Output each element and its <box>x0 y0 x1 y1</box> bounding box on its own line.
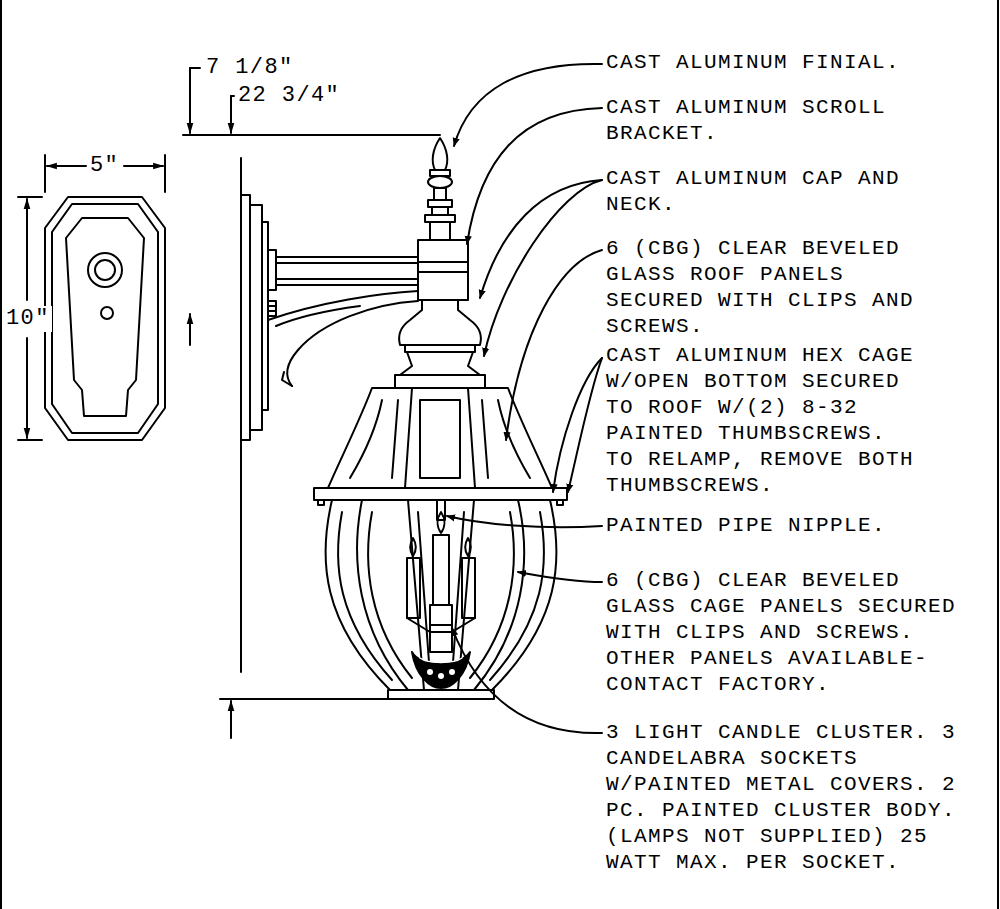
dimension-text: 22 3/4" <box>236 83 342 109</box>
callout-text: CAST ALUMINUM HEX CAGE W/OPEN BOTTOM SEC… <box>606 343 920 499</box>
dimension-text: 5" <box>88 153 121 179</box>
callout-text: CAST ALUMINUM CAP AND NECK. <box>606 166 920 218</box>
callout-text: PAINTED PIPE NIPPLE. <box>606 513 920 539</box>
dimension-text: 7 1/8" <box>204 55 296 81</box>
callout-text: CAST ALUMINUM FINIAL. <box>606 50 920 76</box>
callout-text: 6 (CBG) CLEAR BEVELED GLASS ROOF PANELS … <box>606 236 920 340</box>
dimension-text: 10" <box>4 306 52 332</box>
callout-text: 6 (CBG) CLEAR BEVELED GLASS CAGE PANELS … <box>606 568 976 698</box>
callout-text: 3 LIGHT CANDLE CLUSTER. 3 CANDELABRA SOC… <box>606 720 976 876</box>
callout-text: CAST ALUMINUM SCROLL BRACKET. <box>606 95 920 147</box>
